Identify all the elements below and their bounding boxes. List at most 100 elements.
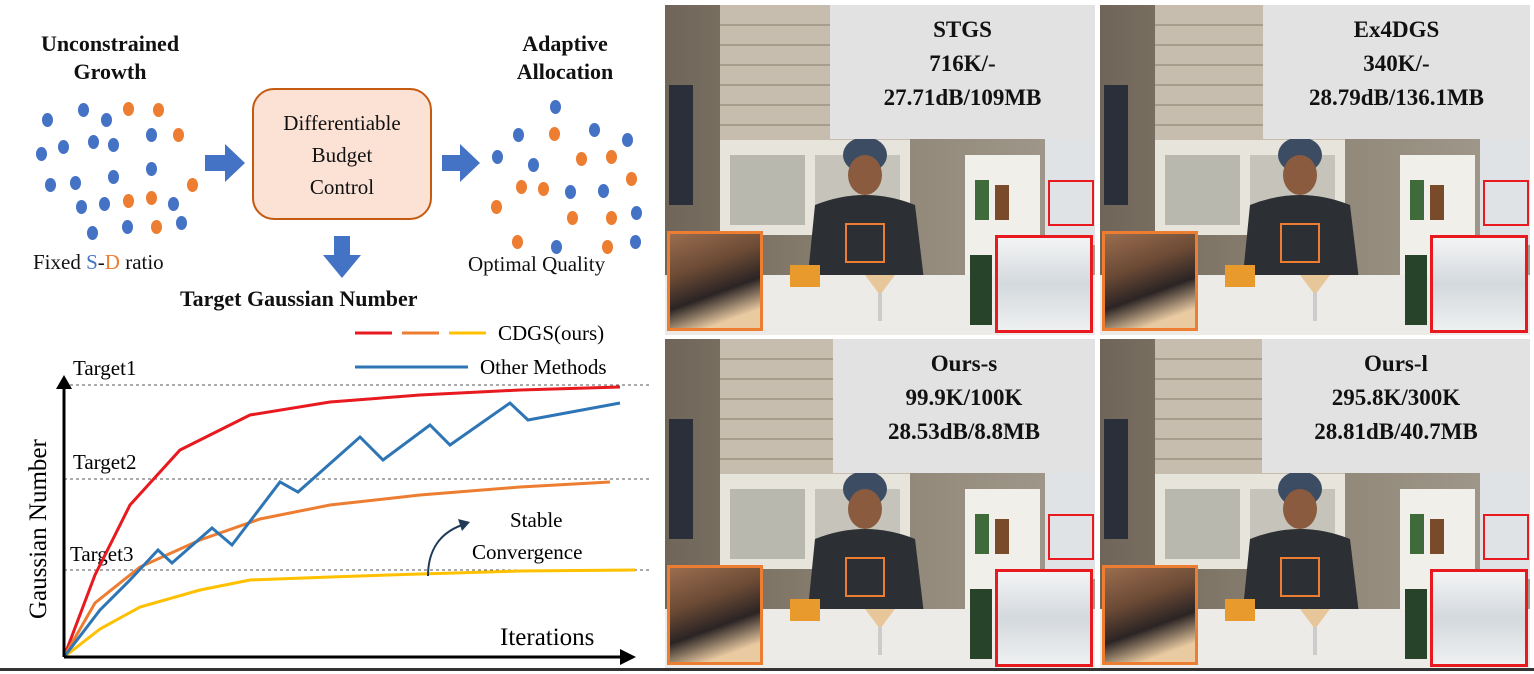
static-gaussian-dot [598,184,609,198]
static-letter: S [86,250,98,274]
static-gaussian-dot [45,178,56,192]
static-gaussian-dot [58,140,69,154]
unconstrained-growth-title: Unconstrained Growth [10,30,210,86]
zoom-inset-orange [667,231,763,331]
dynamic-gaussian-dot [567,211,578,225]
x-axis-arrow-icon [620,649,636,665]
comparison-panel: Ours-l 295.8K/300K 28.81dB/40.7MB [1100,339,1534,669]
psnr-storage: 27.71dB/109MB [883,85,1042,110]
dynamic-gaussian-dot [576,152,587,166]
static-gaussian-dot [108,170,119,184]
annot-stable: Stable [510,508,563,532]
dynamic-gaussian-dot [606,211,617,225]
psnr-storage: 28.79dB/136.1MB [1308,85,1485,110]
dynamic-gaussian-dot [173,128,184,142]
adaptive-allocation-title: Adaptive Allocation [470,30,660,86]
dynamic-gaussian-dot [538,182,549,196]
unconstrained-line2: Growth [73,59,147,84]
zoom-inset-orange [667,565,763,665]
annot-convergence: Convergence [472,540,582,564]
dynamic-gaussian-dot [602,240,613,254]
pipeline-arrows [205,144,480,278]
zoom-inset-red [1430,235,1528,333]
dynamic-gaussian-dot [153,103,164,117]
static-gaussian-dot [528,158,539,172]
zoom-inset-red [995,235,1093,333]
zoom-inset-orange [1102,565,1198,665]
dynamic-gaussian-dot [516,180,527,194]
y-axis-label: Gaussian Number [25,439,52,619]
comparison-panel: Ours-s 99.9K/100K 28.53dB/8.8MB [665,339,1097,669]
dynamic-letter: D [104,250,120,274]
zoom-region-orange [1280,557,1320,597]
adaptive-line1: Adaptive [522,31,608,56]
zoom-region-orange [845,223,885,263]
zoom-inset-red [1430,569,1528,667]
static-gaussian-dot [176,216,187,230]
static-gaussian-dot [492,150,503,164]
target2-label: Target2 [73,450,136,474]
zoom-inset-orange [1102,231,1198,331]
legend-ours-label: CDGS(ours) [498,321,604,345]
psnr-storage: 28.53dB/8.8MB [887,419,1041,444]
static-gaussian-dot [36,147,47,161]
y-axis-arrow-icon [56,375,72,389]
budget-line3: Control [309,175,375,199]
dynamic-gaussian-dot [123,194,134,208]
zoom-region-orange [1280,223,1320,263]
ours-red-curve [62,385,621,658]
static-gaussian-dot [630,235,641,249]
static-gaussian-dot [88,135,99,149]
static-gaussian-dot [76,200,87,214]
static-gaussian-dot [99,197,110,211]
static-gaussian-dot [622,133,633,147]
dynamic-gaussian-dot [151,220,162,234]
gaussian-count: 99.9K/100K [905,385,1023,410]
optimal-quality-label: Optimal Quality [468,252,606,276]
target1-label: Target1 [73,356,136,380]
static-gaussian-dot [631,206,642,220]
target-gaussian-number-label: Target Gaussian Number [180,286,418,311]
gaussian-number-plot: CDGS(ours) Other Methods Target1 Target2… [25,321,650,665]
gaussian-count: 295.8K/300K [1331,385,1461,410]
method-name: Ours-s [930,351,998,376]
other-methods-curve [62,401,621,658]
dynamic-gaussian-dot [146,191,157,205]
fixed-sd-ratio-label: Fixed S-D ratio [33,250,164,274]
static-gaussian-dot [108,138,119,152]
budget-line1: Differentiable [283,111,401,135]
ours-yellow-curve [63,568,636,659]
method-name: STGS [933,17,992,42]
x-axis-label: Iterations [500,624,594,651]
differentiable-budget-control-box: Differentiable Budget Control [252,88,432,220]
adaptive-line2: Allocation [516,59,614,84]
static-gaussian-dot [87,226,98,240]
dynamic-gaussian-dot [549,127,560,141]
convergence-arrowhead-icon [458,519,470,531]
budget-line2: Budget [311,143,373,167]
dynamic-gaussian-dot [187,178,198,192]
static-gaussian-dot [513,128,524,142]
arrow-right-icon [442,144,480,182]
dynamic-gaussian-dot [123,102,134,116]
arrow-right-icon [205,144,245,182]
metrics-box: Ex4DGS 340K/- 28.79dB/136.1MB [1263,5,1530,139]
comparison-panel: STGS 716K/- 27.71dB/109MB [665,5,1097,340]
zoom-region-red [1048,514,1094,560]
static-gaussian-dot [42,113,53,127]
zoom-region-orange [845,557,885,597]
static-gaussian-dot [565,185,576,199]
static-gaussian-dot [589,123,600,137]
static-gaussian-dot [70,176,81,190]
ours-orange-curve [62,480,611,658]
gaussian-count: 340K/- [1363,51,1430,76]
static-gaussian-dot [78,103,89,117]
static-gaussian-dot [146,162,157,176]
zoom-inset-red [995,569,1093,667]
method-name: Ex4DGS [1353,17,1440,42]
dynamic-gaussian-dot [626,172,637,186]
metrics-box: Ours-l 295.8K/300K 28.81dB/40.7MB [1262,339,1530,473]
convergence-arrow-icon [427,524,463,577]
metrics-box: Ours-s 99.9K/100K 28.53dB/8.8MB [833,339,1095,473]
gaussian-count: 716K/- [929,51,996,76]
